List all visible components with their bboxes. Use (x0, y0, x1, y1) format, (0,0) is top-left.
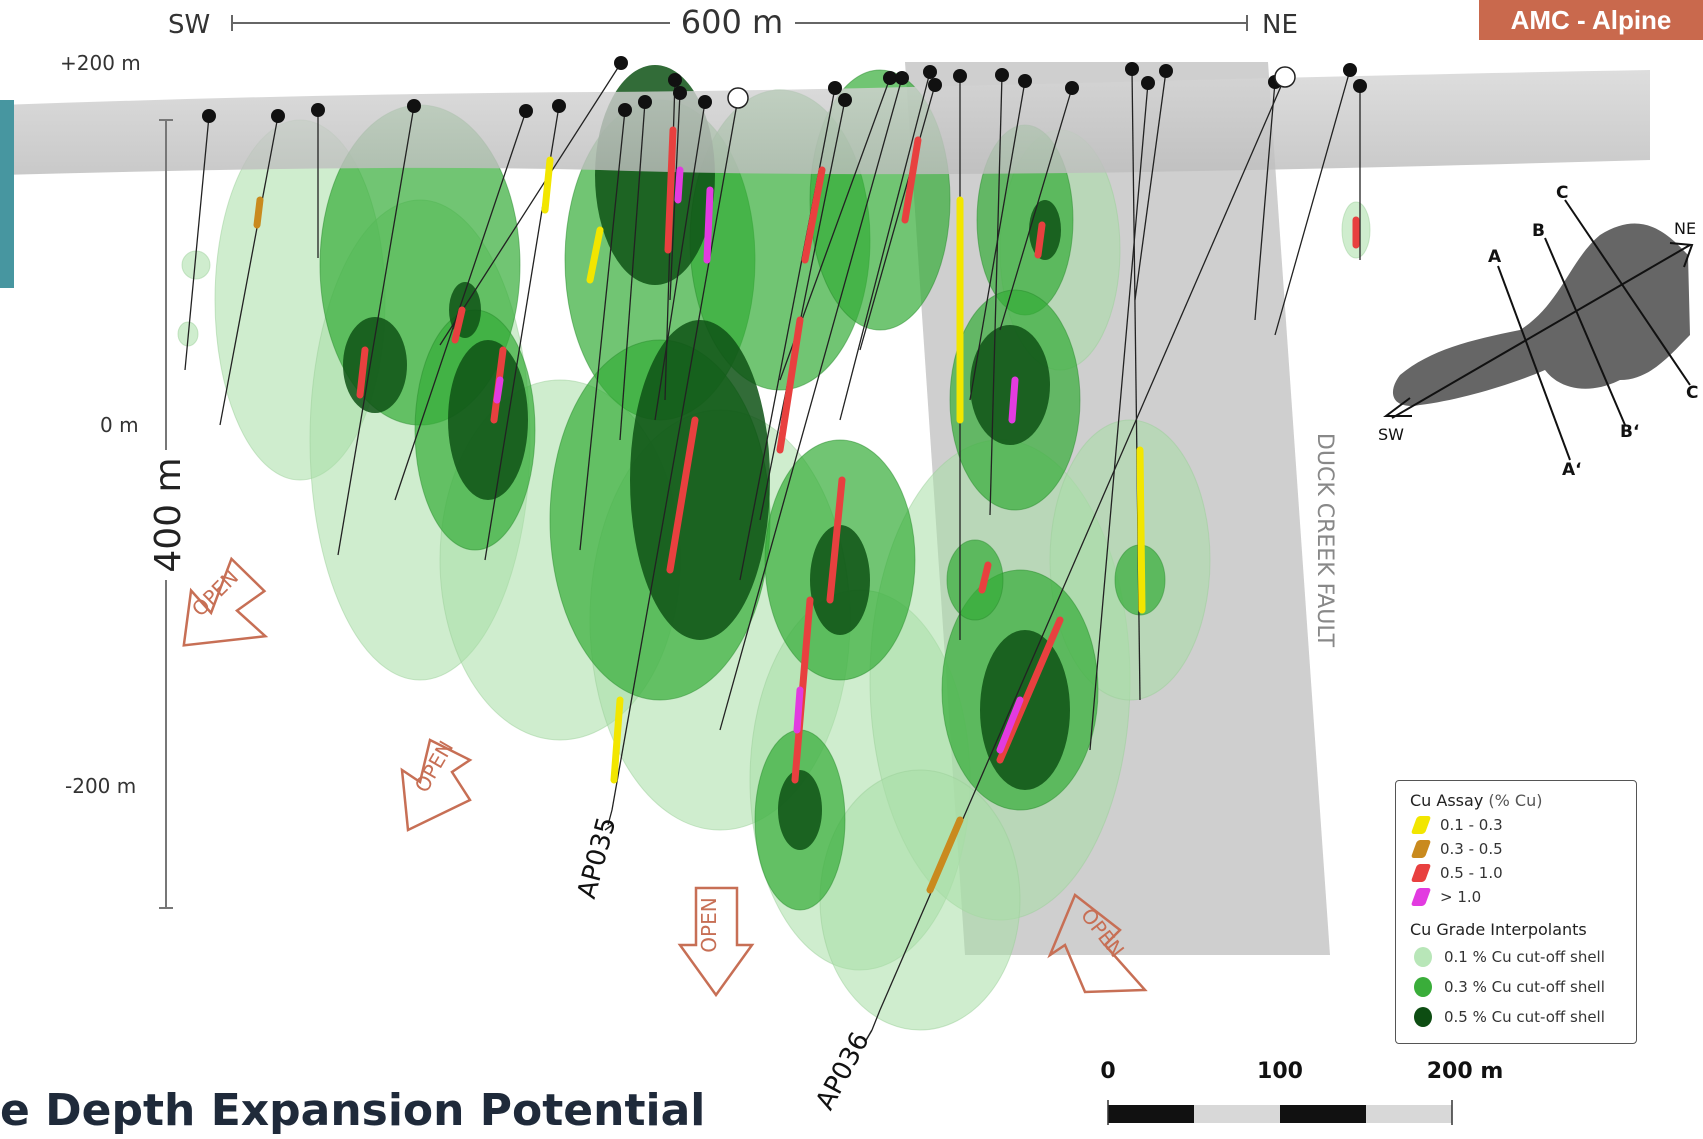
sw-label: SW (168, 10, 210, 40)
scale-label-0: 0 (1100, 1059, 1115, 1084)
legend-shell-swatch (1414, 1007, 1432, 1027)
elev-tick-plus200: +200 m (60, 51, 141, 75)
open-arrow-1 (182, 556, 269, 647)
open-arrows (182, 556, 1148, 998)
legend-shell-swatch (1414, 947, 1432, 967)
inset-location-map (1383, 199, 1694, 461)
inset-label-sw: SW (1378, 425, 1404, 444)
elev-tick-0: 0 m (100, 413, 139, 437)
collar-ap035 (727, 87, 749, 109)
ne-label: NE (1262, 10, 1298, 40)
legend-assay-row: 0.5 - 1.0 (1410, 862, 1636, 884)
side-accent-bar (0, 100, 14, 288)
legend-assay-row: 0.1 - 0.3 (1410, 814, 1636, 836)
legend-assay-swatch (1410, 816, 1432, 834)
width-scale (231, 15, 1248, 31)
inset-label-c: C (1556, 183, 1568, 203)
legend-shell-row: 0.5 % Cu cut-off shell (1414, 1003, 1636, 1031)
inset-label-a: A (1488, 247, 1502, 267)
legend-assay-title: Cu Assay (% Cu) (1410, 791, 1636, 810)
scale-label-200m: 200 m (1427, 1059, 1504, 1084)
scale-label-100: 100 (1257, 1059, 1303, 1084)
collar-ap036 (1274, 66, 1296, 88)
deposit-outline (1392, 223, 1690, 406)
open-label-3: OPEN (697, 897, 721, 952)
legend-assay-label: 0.3 - 0.5 (1440, 840, 1503, 858)
legend-assay-swatch (1410, 840, 1432, 858)
drillhole-collars (202, 56, 1367, 123)
inset-label-b: B (1532, 221, 1545, 241)
legend-shell-label: 0.5 % Cu cut-off shell (1444, 1008, 1605, 1026)
legend-assay-label: 0.5 - 1.0 (1440, 864, 1503, 882)
open-arrow-3 (677, 886, 755, 998)
legend-assay-label: 0.1 - 0.3 (1440, 816, 1503, 834)
distance-scale-bar (1107, 1100, 1453, 1125)
inset-label-a-prime: A‘ (1562, 460, 1582, 480)
legend-assay-swatch (1410, 864, 1432, 882)
elev-tick-minus200: -200 m (65, 774, 136, 798)
open-arrow-2 (400, 738, 473, 832)
open-label-2: OPEN (410, 737, 458, 797)
inset-label-b-prime: B‘ (1620, 422, 1639, 442)
open-arrow-4 (1047, 893, 1148, 994)
ap035-leader (604, 824, 613, 831)
brand-badge: AMC - Alpine (1479, 0, 1703, 40)
assay-intervals (253, 126, 1360, 894)
drillhole-traces (184, 62, 1361, 1031)
width-label: 600 m (681, 3, 783, 41)
legend-assay-unit: (% Cu) (1488, 791, 1543, 810)
inset-label-ne: NE (1674, 219, 1696, 238)
legend-shell-swatch (1414, 977, 1432, 997)
inset-label-c-prime: C (1686, 383, 1698, 403)
legend: Cu Assay (% Cu) 0.1 - 0.3 0.3 - 0.5 0.5 … (1395, 780, 1637, 1044)
legend-assay-swatch (1410, 888, 1432, 906)
legend-shells-title: Cu Grade Interpolants (1410, 920, 1587, 939)
ground-surface (0, 70, 1650, 175)
legend-assay-label: > 1.0 (1440, 888, 1482, 906)
slide-title-fragment: e Depth Expansion Potential (0, 1085, 706, 1136)
legend-shell-label: 0.1 % Cu cut-off shell (1444, 948, 1605, 966)
elevation-scale (159, 119, 173, 909)
vertical-scale-label: 400 m (148, 457, 189, 572)
legend-assay-title-text: Cu Assay (1410, 791, 1484, 810)
legend-shell-row: 0.3 % Cu cut-off shell (1414, 973, 1636, 1001)
drillhole-label-ap036: AP036 (810, 1028, 875, 1115)
legend-shell-row: 0.1 % Cu cut-off shell (1414, 943, 1636, 971)
legend-shell-label: 0.3 % Cu cut-off shell (1444, 978, 1605, 996)
legend-assay-row: > 1.0 (1410, 886, 1636, 908)
legend-assay-row: 0.3 - 0.5 (1410, 838, 1636, 860)
fault-label: DUCK CREEK FAULT (1312, 433, 1337, 648)
drillhole-label-ap035: AP035 (572, 814, 622, 902)
open-label-1: OPEN (187, 565, 243, 621)
ap036-leader (864, 1029, 873, 1043)
